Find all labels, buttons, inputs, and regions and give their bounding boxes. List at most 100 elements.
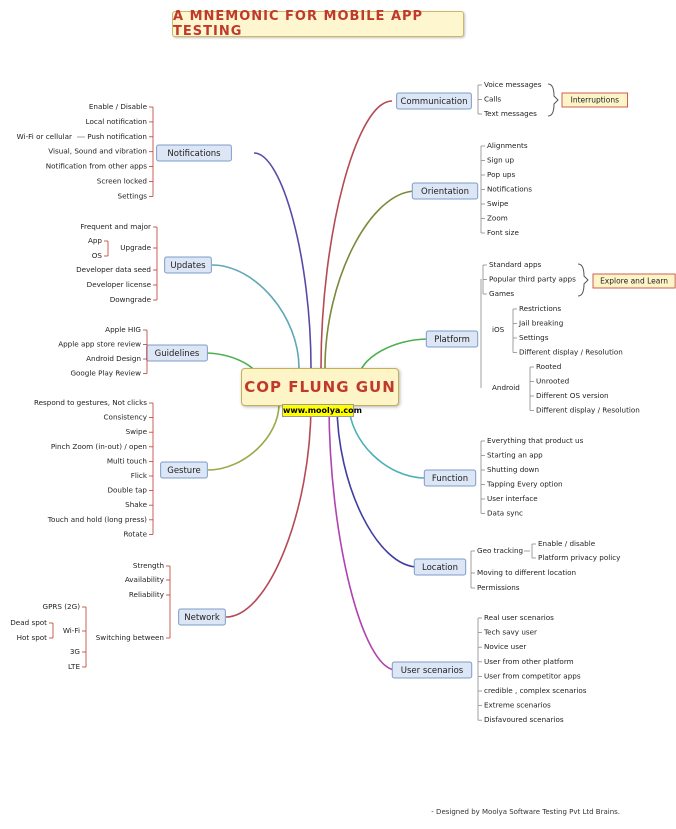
- branch-platform-label: Platform: [434, 335, 470, 345]
- branch-location-box: [413, 558, 467, 576]
- connector-function: [348, 403, 426, 479]
- guidelines-leaf: Android Design: [86, 354, 141, 363]
- branch-updates-label: Updates: [170, 261, 206, 271]
- updates-leaf: Developer license: [87, 280, 152, 289]
- location-leaf: Permissions: [477, 583, 520, 592]
- network-leaf: Reliability: [129, 590, 165, 599]
- platform-android-leaf: Different display / Resolution: [536, 406, 640, 415]
- network-leaf: Switching between: [96, 633, 164, 642]
- user-scenarios-leaf: User from competitor apps: [484, 671, 581, 680]
- notifications-leaf: Visual, Sound and vibration: [48, 147, 147, 156]
- platform-ios-label: iOS: [492, 325, 505, 334]
- communication-leaf: Text messages: [483, 109, 537, 118]
- network-leaf: Strength: [133, 561, 164, 570]
- platform-brace: [577, 263, 589, 297]
- location-leaf: Moving to different location: [477, 568, 576, 577]
- branch-function-label: Function: [432, 474, 468, 484]
- central-topic: COP FLUNG GUN: [241, 368, 399, 406]
- communication-leaf: Calls: [484, 95, 501, 104]
- user-scenarios-leaf: Real user scenarios: [484, 613, 554, 622]
- platform-ios-leaf: Settings: [519, 333, 549, 342]
- platform-ios-leaf: Jail breaking: [518, 319, 563, 328]
- connector-notifications: [253, 152, 312, 369]
- branch-orientation-box: [411, 182, 479, 200]
- connector-communication: [320, 100, 393, 369]
- user-scenarios-leaf: Novice user: [484, 642, 526, 651]
- connector-gesture: [207, 403, 280, 471]
- branch-user-scenarios-box: [391, 661, 473, 679]
- connector-orientation: [324, 190, 417, 369]
- callout-explore-and-learn-label: Explore and Learn: [600, 277, 668, 286]
- updates-leaf: Frequent and major: [80, 222, 151, 231]
- notifications-leaf: Enable / Disable: [89, 102, 148, 111]
- orientation-leaf: Sign up: [487, 156, 515, 165]
- gesture-leaf: Pinch Zoom (in-out) / open: [51, 442, 147, 451]
- function-leaf: Data sync: [487, 509, 523, 518]
- location-leaf: Geo tracking: [477, 546, 523, 555]
- user-scenarios-leaf: Tech savy user: [483, 628, 537, 637]
- gesture-leaf: Flick: [131, 471, 148, 480]
- connector-location: [336, 403, 419, 568]
- platform-android-leaf: Rooted: [536, 362, 561, 371]
- orientation-leaf: Alignments: [487, 141, 528, 150]
- notifications-leaf: Settings: [118, 191, 148, 200]
- network-wifi-leaf: Hot spot: [17, 633, 48, 642]
- branch-platform-box: [425, 330, 479, 348]
- platform-android-label: Android: [492, 383, 520, 392]
- notifications-leaf: Local notification: [86, 117, 147, 126]
- notifications-leaf: Push notification: [87, 132, 147, 141]
- guidelines-leaf: Apple HIG: [105, 325, 141, 334]
- branch-gesture-label: Gesture: [167, 466, 201, 476]
- gesture-leaf: Double tap: [107, 486, 147, 495]
- branch-orientation-label: Orientation: [421, 187, 469, 197]
- gesture-leaf: Consistency: [104, 413, 148, 422]
- platform-general-leaf: Games: [489, 289, 514, 298]
- updates-leaf: Downgrade: [110, 295, 152, 304]
- platform-ios-leaf: Different display / Resolution: [519, 348, 623, 357]
- orientation-leaf: Notifications: [487, 185, 532, 194]
- callout-interruptions-box: [561, 92, 629, 108]
- notifications-sub-leaf: Wi-Fi or cellular: [17, 132, 72, 141]
- communication-brace: [547, 83, 559, 117]
- function-leaf: User interface: [487, 494, 538, 503]
- branch-network-box: [178, 608, 226, 626]
- notifications-leaf: Screen locked: [97, 177, 147, 186]
- branch-notifications-label: Notifications: [167, 149, 221, 159]
- function-leaf: Shutting down: [487, 465, 539, 474]
- user-scenarios-leaf: Disfavoured scenarios: [484, 715, 564, 724]
- function-leaf: Starting an app: [487, 451, 543, 460]
- notifications-leaf: Notification from other apps: [46, 162, 147, 171]
- branch-user-scenarios-label: User scenarios: [401, 666, 464, 676]
- orientation-leaf: Swipe: [487, 199, 509, 208]
- gesture-leaf: Respond to gestures, Not clicks: [34, 398, 147, 407]
- connector-updates: [211, 264, 300, 369]
- gesture-leaf: Swipe: [126, 427, 148, 436]
- network-sub-leaf: LTE: [68, 662, 80, 671]
- diagram-title: A MNEMONIC FOR MOBILE APP TESTING: [172, 9, 464, 39]
- callout-explore-and-learn-box: [592, 273, 676, 289]
- platform-android-leaf: Different OS version: [536, 391, 609, 400]
- user-scenarios-leaf: User from other platform: [484, 657, 574, 666]
- branch-network-label: Network: [184, 613, 220, 623]
- branch-gesture-box: [160, 461, 208, 479]
- communication-leaf: Voice messages: [484, 80, 542, 89]
- branch-function-box: [423, 469, 477, 487]
- connector-network: [225, 403, 312, 618]
- updates-sub-leaf: OS: [92, 251, 103, 260]
- gesture-leaf: Shake: [125, 500, 147, 509]
- orientation-leaf: Font size: [487, 228, 519, 237]
- orientation-leaf: Pop ups: [487, 170, 515, 179]
- location-geo-leaf: Enable / disable: [538, 539, 596, 548]
- platform-general-leaf: Standard apps: [489, 260, 542, 269]
- branch-communication-box: [396, 92, 472, 110]
- user-scenarios-leaf: credible , complex scenarios: [484, 686, 587, 695]
- orientation-leaf: Zoom: [487, 214, 508, 223]
- central-url[interactable]: www.moolya.com: [282, 404, 362, 417]
- location-geo-leaf: Platform privacy policy: [538, 553, 621, 562]
- guidelines-leaf: Google Play Review: [70, 369, 141, 378]
- gesture-leaf: Rotate: [123, 529, 147, 538]
- platform-android-leaf: Unrooted: [536, 377, 569, 386]
- network-leaf: Availability: [125, 575, 165, 584]
- footer-credit: - Designed by Moolya Software Testing Pv…: [431, 808, 620, 816]
